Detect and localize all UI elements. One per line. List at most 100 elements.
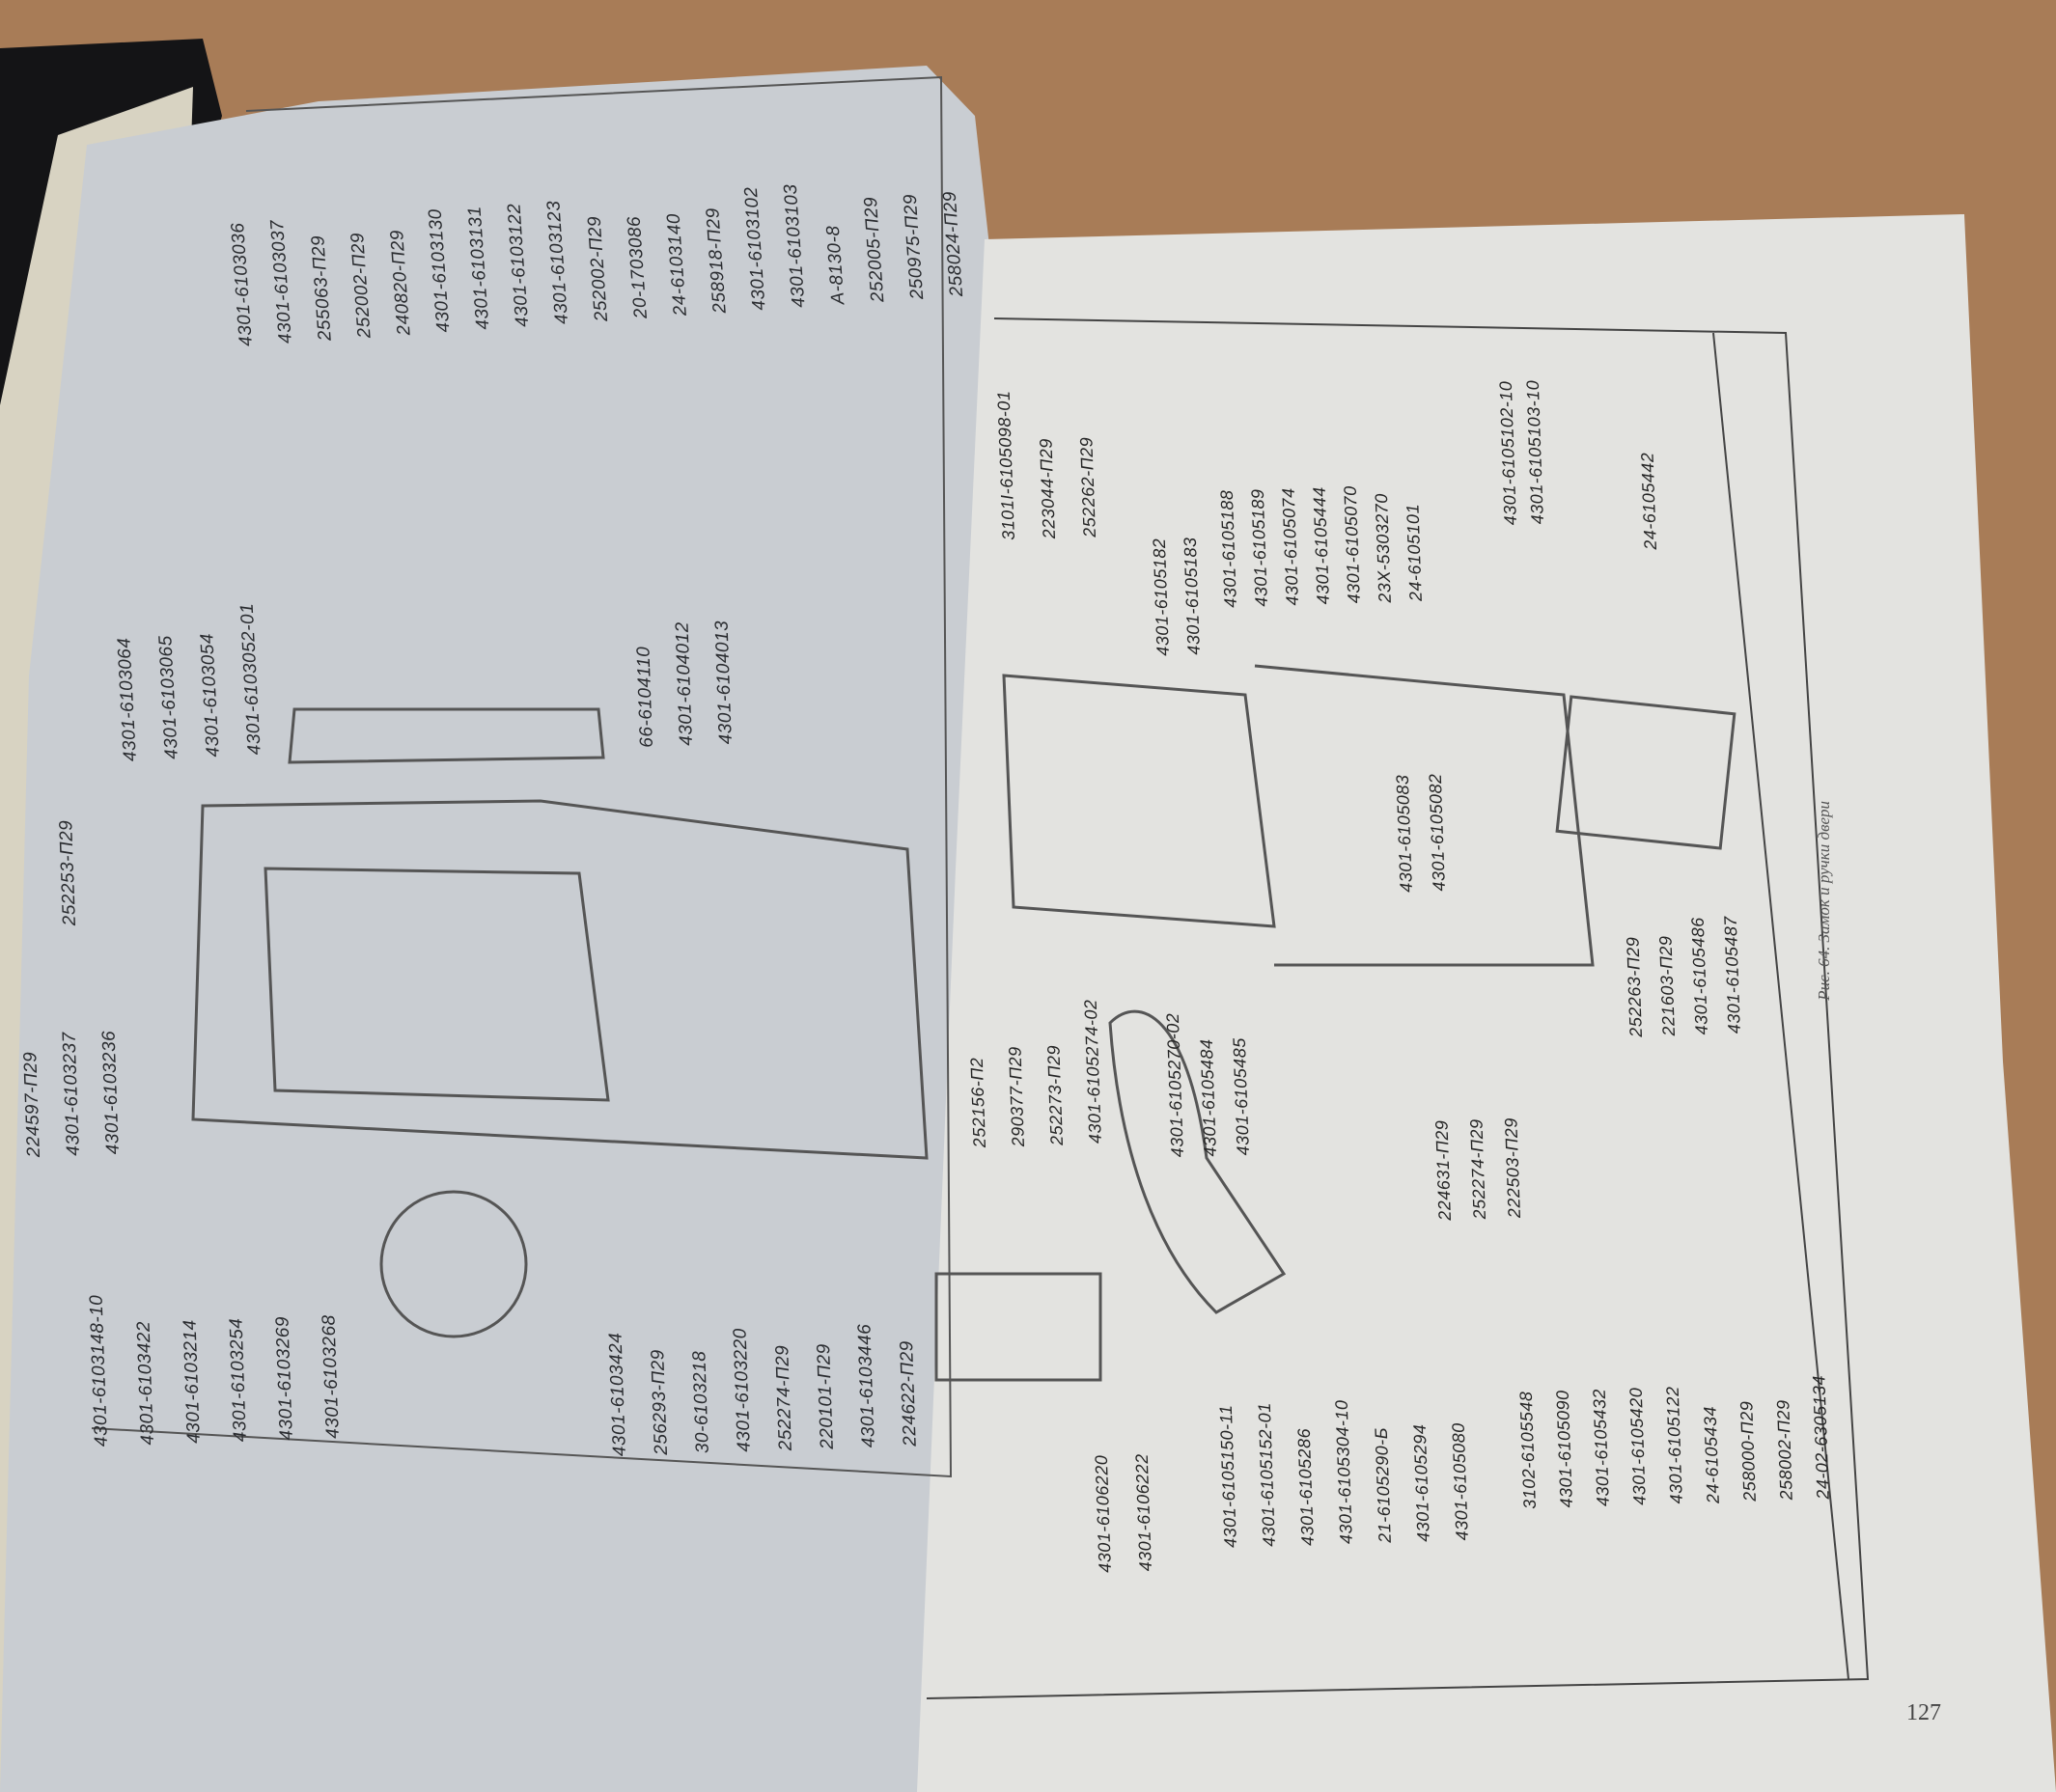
part-number-label: 256293-П29 xyxy=(648,1349,672,1456)
part-number-label: 23Х-5303270 xyxy=(1371,492,1395,603)
part-number-label: 4301-6106222 xyxy=(1131,1452,1155,1572)
part-number-label: 4301-6105485 xyxy=(1229,1036,1253,1156)
part-number-label: 252253-П29 xyxy=(56,819,80,926)
part-number-label: 252263-П29 xyxy=(1623,936,1646,1037)
part-number-label: 4301-6104012 xyxy=(672,621,697,747)
part-number-label: 4301-6103103 xyxy=(780,183,810,309)
part-number-label: 4301-6103422 xyxy=(133,1321,158,1447)
part-number-label: 4301-6103220 xyxy=(730,1328,755,1453)
part-number-label: 250975-П29 xyxy=(900,193,929,301)
label-group-inner-handle-spring: 3101І-6105098-01 223044-П29 252262-П29 xyxy=(994,387,1100,540)
part-number-label: 255063-П29 xyxy=(308,234,336,343)
part-number-label: 4301-6103254 xyxy=(226,1317,251,1443)
part-number-label: 222503-П29 xyxy=(1501,1117,1524,1219)
part-number-label: 223044-П29 xyxy=(1036,437,1059,539)
part-number-label: 4301-6105188 xyxy=(1216,489,1240,608)
part-number-label: 4301-6105270-02 xyxy=(1162,1012,1187,1158)
part-number-label: 4301-6105487 xyxy=(1720,915,1744,1034)
part-number-label: 4301-6105286 xyxy=(1293,1427,1318,1547)
part-number-label: 4301-6105074 xyxy=(1278,487,1302,606)
part-number-label: 4301-6103037 xyxy=(266,219,296,345)
part-number-label: 4301-6105070 xyxy=(1340,484,1364,604)
part-number-label: 252274-П29 xyxy=(772,1344,796,1451)
part-number-label: 4301-6103123 xyxy=(543,200,573,326)
part-number-label: 24-6103140 xyxy=(663,212,691,317)
part-number-label: 252156-П2 xyxy=(966,1057,989,1148)
part-number-label: 4301-6103065 xyxy=(155,635,182,760)
part-number-label: 4301-6105183 xyxy=(1180,537,1204,655)
label-group-lock-fasteners: 252263-П29 221603-П29 4301-6105486 4301-610… xyxy=(1623,916,1745,1037)
part-number-label: 4301-6105080 xyxy=(1448,1421,1472,1541)
label-group-inner-handle-parts: 4301-6105188 4301-6105189 4301-6105074 4301… xyxy=(1217,483,1427,608)
part-number-label: 4301-6103214 xyxy=(180,1319,205,1445)
part-number-label: 258918-П29 xyxy=(703,207,731,315)
part-number-label: 252273-П29 xyxy=(1043,1044,1067,1146)
part-number-label: 4301-6105082 xyxy=(1425,773,1449,892)
part-number-label: 220101-П29 xyxy=(814,1343,838,1450)
part-number-label: 3102-6105548 xyxy=(1515,1392,1540,1510)
door-drawing xyxy=(191,664,1736,1382)
label-group-striker-parts: 4301-6106220 4301-6106222 xyxy=(1092,1453,1156,1573)
part-number-label: 221603-П29 xyxy=(1655,935,1679,1036)
part-number-label: 258000-П29 xyxy=(1736,1401,1760,1503)
right-page xyxy=(917,214,2056,1792)
part-number-label: 224631-П29 xyxy=(1431,1119,1455,1221)
part-number-label: 240820-П29 xyxy=(386,229,415,337)
part-number-label: 252002-П29 xyxy=(584,215,613,323)
label-group-latch-parts: 4301-6105083 4301-6105082 xyxy=(1393,773,1450,893)
part-number-label: 224597-П29 xyxy=(20,1051,44,1158)
part-number-label: 4301-6105102-10 xyxy=(1495,380,1520,526)
part-number-label: 4301-6103446 xyxy=(854,1323,879,1448)
figure-caption: Рис. 64. Замок и ручки двери xyxy=(1815,801,1833,1001)
part-number-label: 3101І-6105098-01 xyxy=(993,390,1018,540)
part-number-label: 24-6105442 xyxy=(1637,452,1660,550)
part-number-label: 4301-6103054 xyxy=(197,632,224,758)
part-number-label: 4301-6105304-10 xyxy=(1331,1399,1356,1545)
part-number-label: А-8130-8 xyxy=(822,225,849,307)
part-number-label: 4301-6105420 xyxy=(1625,1388,1650,1507)
part-number-label: 21-6105290-Б xyxy=(1371,1426,1395,1544)
page-number: 127 xyxy=(1906,1700,1941,1725)
part-number-label: 4301-6103102 xyxy=(740,186,770,312)
right-page-divider xyxy=(1712,332,1849,1680)
part-number-label: 24-02-6305134 xyxy=(1809,1375,1833,1501)
part-number-label: 4301-6104013 xyxy=(711,620,736,746)
part-number-label: 4301-6103122 xyxy=(504,203,534,328)
part-number-label: 4301-6105444 xyxy=(1309,485,1333,605)
part-number-label: 4301-6105486 xyxy=(1687,916,1711,1035)
part-number-label: 4301-6105189 xyxy=(1247,488,1271,607)
part-number-label: 4301-6103131 xyxy=(464,206,494,331)
part-number-label: 4301-6103269 xyxy=(272,1316,297,1442)
part-number-label: 4301-6105484 xyxy=(1196,1038,1220,1157)
part-number-label: 4301-6105090 xyxy=(1552,1390,1576,1509)
part-number-label: 24-6105101 xyxy=(1403,503,1426,602)
part-number-label: 4301-6105294 xyxy=(1409,1423,1433,1543)
part-number-label: 24-6105434 xyxy=(1700,1405,1723,1504)
part-number-label: 4301-6105152-01 xyxy=(1254,1402,1279,1548)
label-group-bolt-part: 252253-П29 xyxy=(56,820,81,926)
part-number-label: 4301-6103130 xyxy=(425,207,455,334)
part-number-label: 252262-П29 xyxy=(1076,436,1099,538)
part-number-label: 66-6104110 xyxy=(633,646,657,748)
part-number-label: 4301-6106220 xyxy=(1091,1454,1115,1573)
label-group-lock-rod: 24-6105442 xyxy=(1637,452,1661,550)
part-number-label: 290377-П29 xyxy=(1005,1045,1028,1147)
part-number-label: 258002-П29 xyxy=(1773,1399,1796,1502)
left-page xyxy=(0,66,994,1792)
part-number-label: 4301-6105122 xyxy=(1662,1386,1686,1505)
left-page-frame xyxy=(91,75,953,1478)
label-group-regulator-parts: 66-6104110 4301-6104012 4301-6104013 xyxy=(633,620,737,748)
part-number-label: 30-6103218 xyxy=(689,1350,713,1454)
part-number-label: 4301-6105083 xyxy=(1392,774,1416,893)
right-page-frame xyxy=(926,317,1870,1699)
